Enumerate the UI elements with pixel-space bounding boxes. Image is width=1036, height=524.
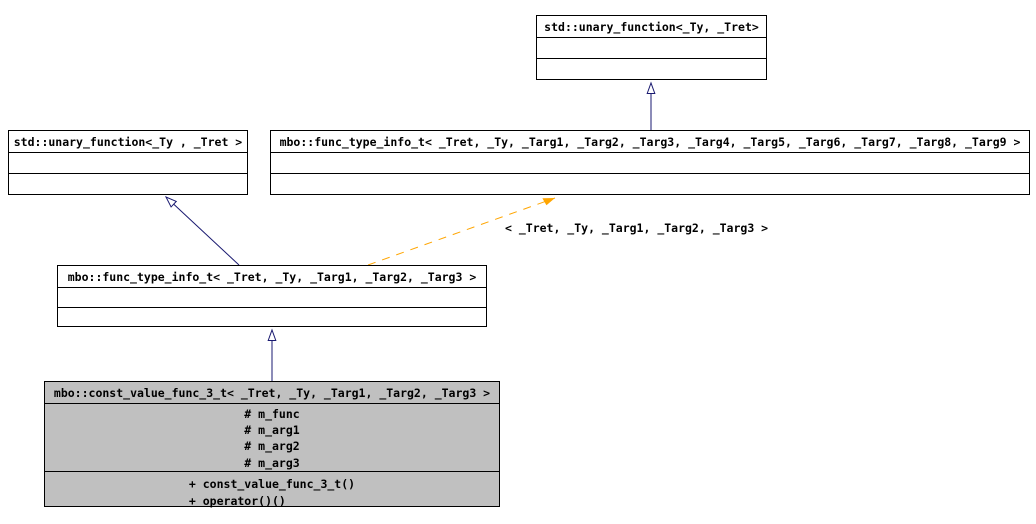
class-title: mbo::func_type_info_t< _Tret, _Ty, _Targ…: [271, 131, 1029, 153]
class-title: std::unary_function<_Ty , _Tret >: [9, 131, 247, 153]
class-node-func-type-info-t-9args[interactable]: mbo::func_type_info_t< _Tret, _Ty, _Targ…: [270, 130, 1030, 195]
class-node-std-unary-function-2[interactable]: std::unary_function<_Ty , _Tret >: [8, 130, 248, 195]
methods-compartment: [537, 59, 766, 79]
methods-compartment: [58, 308, 486, 327]
methods-compartment: + const_value_func_3_t() + operator()(): [45, 472, 499, 511]
attribute-row: # m_arg2: [244, 439, 300, 454]
class-title: std::unary_function<_Ty, _Tret>: [537, 16, 766, 38]
attributes-compartment: # m_func # m_arg1 # m_arg2 # m_arg3: [45, 404, 499, 472]
attribute-row: # m_arg1: [244, 423, 300, 438]
class-title: mbo::func_type_info_t< _Tret, _Ty, _Targ…: [58, 266, 486, 288]
method-row: + const_value_func_3_t(): [188, 476, 356, 491]
class-node-std-unary-function[interactable]: std::unary_function<_Ty, _Tret>: [536, 15, 767, 80]
attributes-compartment: [271, 153, 1029, 174]
methods-compartment: [9, 174, 247, 194]
template-args-label: < _Tret, _Ty, _Targ1, _Targ2, _Targ3 >: [505, 221, 769, 235]
attributes-compartment: [9, 153, 247, 174]
template-instantiation-arrow: [367, 197, 556, 266]
method-row: + operator()(): [188, 494, 286, 509]
class-title: mbo::const_value_func_3_t< _Tret, _Ty, _…: [45, 382, 499, 404]
attribute-row: # m_func: [244, 407, 300, 421]
attributes-compartment: [58, 288, 486, 308]
class-node-func-type-info-t-3args[interactable]: mbo::func_type_info_t< _Tret, _Ty, _Targ…: [57, 265, 487, 327]
inheritance-arrow-middle-to-left: [164, 195, 240, 266]
attributes-compartment: [537, 38, 766, 59]
methods-compartment: [271, 174, 1029, 194]
class-node-const-value-func-3-t: mbo::const_value_func_3_t< _Tret, _Ty, _…: [44, 381, 500, 508]
attribute-row: # m_arg3: [244, 455, 300, 470]
